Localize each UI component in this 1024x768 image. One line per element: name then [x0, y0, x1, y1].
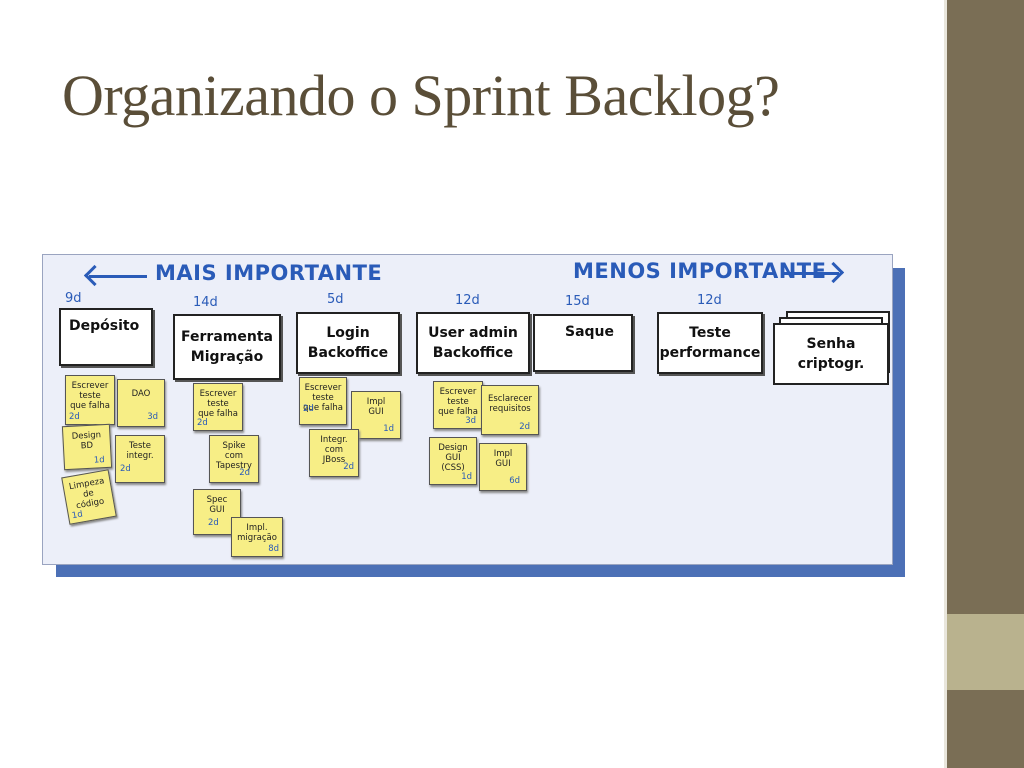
task-note[interactable]: Escrever teste que falha 3d — [433, 381, 483, 429]
story-card[interactable]: Depósito — [59, 308, 153, 366]
task-estimate: 1d — [383, 423, 394, 434]
task-note[interactable]: Escrever teste que falha 2d — [299, 377, 347, 425]
task-estimate: 1d — [461, 471, 472, 482]
task-note[interactable]: Spike com Tapestry 2d — [209, 435, 259, 483]
task-text: Integr. com JBoss — [320, 435, 348, 466]
task-estimate: 6d — [509, 475, 520, 486]
task-note[interactable]: DAO 3d — [117, 379, 165, 427]
task-text: Escrever teste que falha — [198, 389, 238, 420]
story-estimate: 15d — [565, 294, 590, 309]
story-estimate: 9d — [65, 291, 82, 306]
task-estimate: 2d — [120, 463, 131, 474]
task-estimate: 1d — [71, 509, 84, 521]
task-text: Spike com Tapestry — [216, 441, 252, 472]
story-name: Teste performance — [659, 324, 761, 361]
story-name: Ferramenta Migração — [181, 328, 273, 365]
most-important-label: Mais importante — [155, 261, 383, 285]
story-name: Senha criptogr. — [797, 335, 865, 372]
task-note[interactable]: Impl. migração 8d — [231, 517, 283, 557]
task-text: Impl GUI — [366, 397, 386, 418]
task-note[interactable]: Teste integr. 2d — [115, 435, 165, 483]
task-text: Escrever teste que falha — [438, 387, 478, 418]
task-estimate: 2d — [303, 403, 314, 414]
sidebar-edge — [944, 0, 947, 768]
task-note[interactable]: Escrever teste que falha 2d — [65, 375, 115, 425]
task-estimate: 2d — [197, 417, 208, 428]
task-text: Design BD — [71, 430, 102, 452]
story-name: Saque — [565, 324, 615, 340]
task-text: Spec GUI — [206, 495, 228, 516]
task-text: Limpeza de código — [68, 476, 106, 512]
task-note[interactable]: Impl GUI 1d — [351, 391, 401, 439]
story-estimate: 12d — [697, 293, 722, 308]
task-note[interactable]: Escrever teste que falha 2d — [193, 383, 243, 431]
story-name: Login Backoffice — [307, 324, 389, 361]
task-estimate: 2d — [343, 461, 354, 472]
story-name: User admin Backoffice — [428, 324, 518, 361]
right-arrow-icon — [783, 272, 839, 275]
task-note[interactable]: Integr. com JBoss 2d — [309, 429, 359, 477]
task-text: DAO — [131, 389, 151, 399]
task-estimate: 3d — [465, 415, 476, 426]
story-card[interactable]: Saque — [533, 314, 633, 372]
slide-title: Organizando o Sprint Backlog? — [62, 63, 780, 128]
task-estimate: 8d — [268, 543, 279, 554]
story-card[interactable]: Ferramenta Migração — [173, 314, 281, 380]
story-estimate: 14d — [193, 295, 218, 310]
task-estimate: 2d — [519, 421, 530, 432]
task-note[interactable]: Design GUI (CSS) 1d — [429, 437, 477, 485]
least-important-label: Menos importante — [573, 259, 827, 283]
task-text: Impl GUI — [493, 449, 513, 470]
story-card[interactable]: Login Backoffice — [296, 312, 400, 374]
task-text: Esclarecer requisitos — [488, 394, 532, 415]
task-board: Mais importante Menos importante 9d 14d … — [42, 254, 893, 565]
task-estimate: 3d — [147, 411, 158, 422]
task-text: Teste integr. — [126, 441, 154, 462]
task-estimate: 2d — [69, 411, 80, 422]
task-note[interactable]: Esclarecer requisitos 2d — [481, 385, 539, 435]
task-text: Design GUI (CSS) — [438, 443, 468, 474]
story-card[interactable]: Senha criptogr. — [773, 323, 889, 385]
task-estimate: 2d — [239, 467, 250, 478]
left-arrow-icon — [89, 275, 147, 278]
task-note[interactable]: Limpeza de código 1d — [61, 469, 117, 525]
story-card[interactable]: User admin Backoffice — [416, 312, 530, 374]
story-estimate: 12d — [455, 293, 480, 308]
story-name: Depósito — [69, 318, 140, 334]
story-card[interactable]: Teste performance — [657, 312, 763, 374]
story-estimate: 5d — [327, 292, 344, 307]
task-note[interactable]: Impl GUI 6d — [479, 443, 527, 491]
task-text: Escrever teste que falha — [303, 383, 343, 414]
task-text: Impl. migração — [237, 523, 277, 544]
task-estimate: 1d — [93, 454, 105, 466]
task-estimate: 2d — [208, 517, 219, 528]
slide-sidebar-band — [947, 614, 1024, 690]
task-note[interactable]: Design BD 1d — [61, 423, 113, 471]
task-text: Escrever teste que falha — [70, 381, 110, 412]
